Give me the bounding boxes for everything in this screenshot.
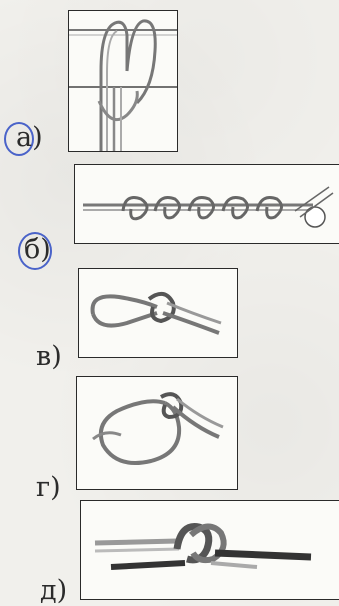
knot-figure-v xyxy=(78,268,238,358)
knot-figure-a xyxy=(68,10,178,152)
figure-label-d: д) xyxy=(40,575,68,606)
bowline-drawing xyxy=(92,392,224,465)
figure-label-a: а) xyxy=(16,122,43,153)
figure-label-b: б) xyxy=(24,234,51,265)
knot-figure-d xyxy=(80,500,339,600)
chain-knot-drawing xyxy=(83,186,334,228)
figure-eight-drawing xyxy=(90,291,222,335)
knot-figure-g xyxy=(76,376,238,490)
pen-circle-mark-b xyxy=(18,232,52,270)
loop-hitch-drawing xyxy=(69,19,177,151)
figure-label-g: г) xyxy=(36,472,61,503)
knot-figure-b xyxy=(74,164,339,244)
square-knot-drawing xyxy=(94,522,312,570)
figure-label-v: в) xyxy=(36,341,62,372)
pen-circle-mark-a xyxy=(4,122,34,156)
